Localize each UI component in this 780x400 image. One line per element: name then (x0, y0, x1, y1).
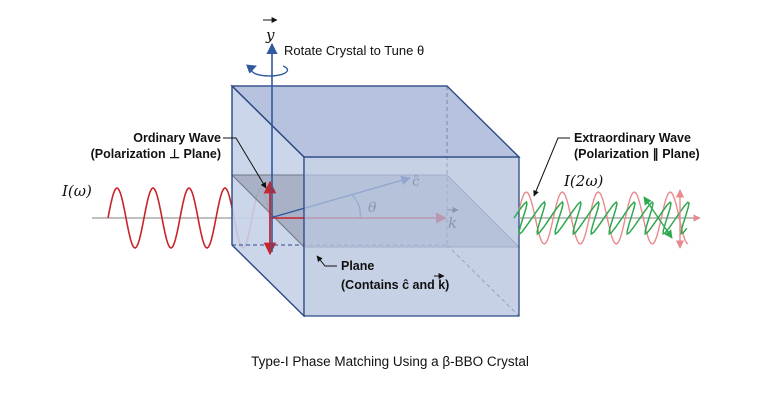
extraordinary-wave-title: Extraordinary Wave (574, 131, 691, 145)
rotate-label: Rotate Crystal to Tune θ (284, 43, 424, 58)
rotation-arrow (246, 64, 289, 77)
plane-subtitle: (Contains ĉ and k) (341, 278, 449, 292)
plane-leader (316, 255, 337, 267)
plane-title: Plane (341, 259, 374, 273)
ordinary-wave-title: Ordinary Wave (133, 131, 221, 145)
y-axis-label: y (265, 26, 275, 44)
figure-caption: Type-I Phase Matching Using a β-BBO Crys… (251, 354, 529, 369)
extraordinary-wave-subtitle: (Polarization ∥ Plane) (574, 147, 700, 162)
ordinary-wave-leader (223, 137, 267, 189)
output-intensity-label: I(2ω) (563, 172, 604, 190)
crystal-edge-left-bottom (231, 244, 305, 317)
crystal-edge-front-left (231, 85, 305, 158)
extraordinary-wave-leader (533, 137, 570, 197)
input-intensity-label: I(ω) (61, 182, 92, 200)
crystal-front-face (303, 156, 520, 317)
ordinary-wave-subtitle: (Polarization ⊥ Plane) (91, 147, 221, 161)
output-green-polarization-arrow (643, 196, 673, 239)
